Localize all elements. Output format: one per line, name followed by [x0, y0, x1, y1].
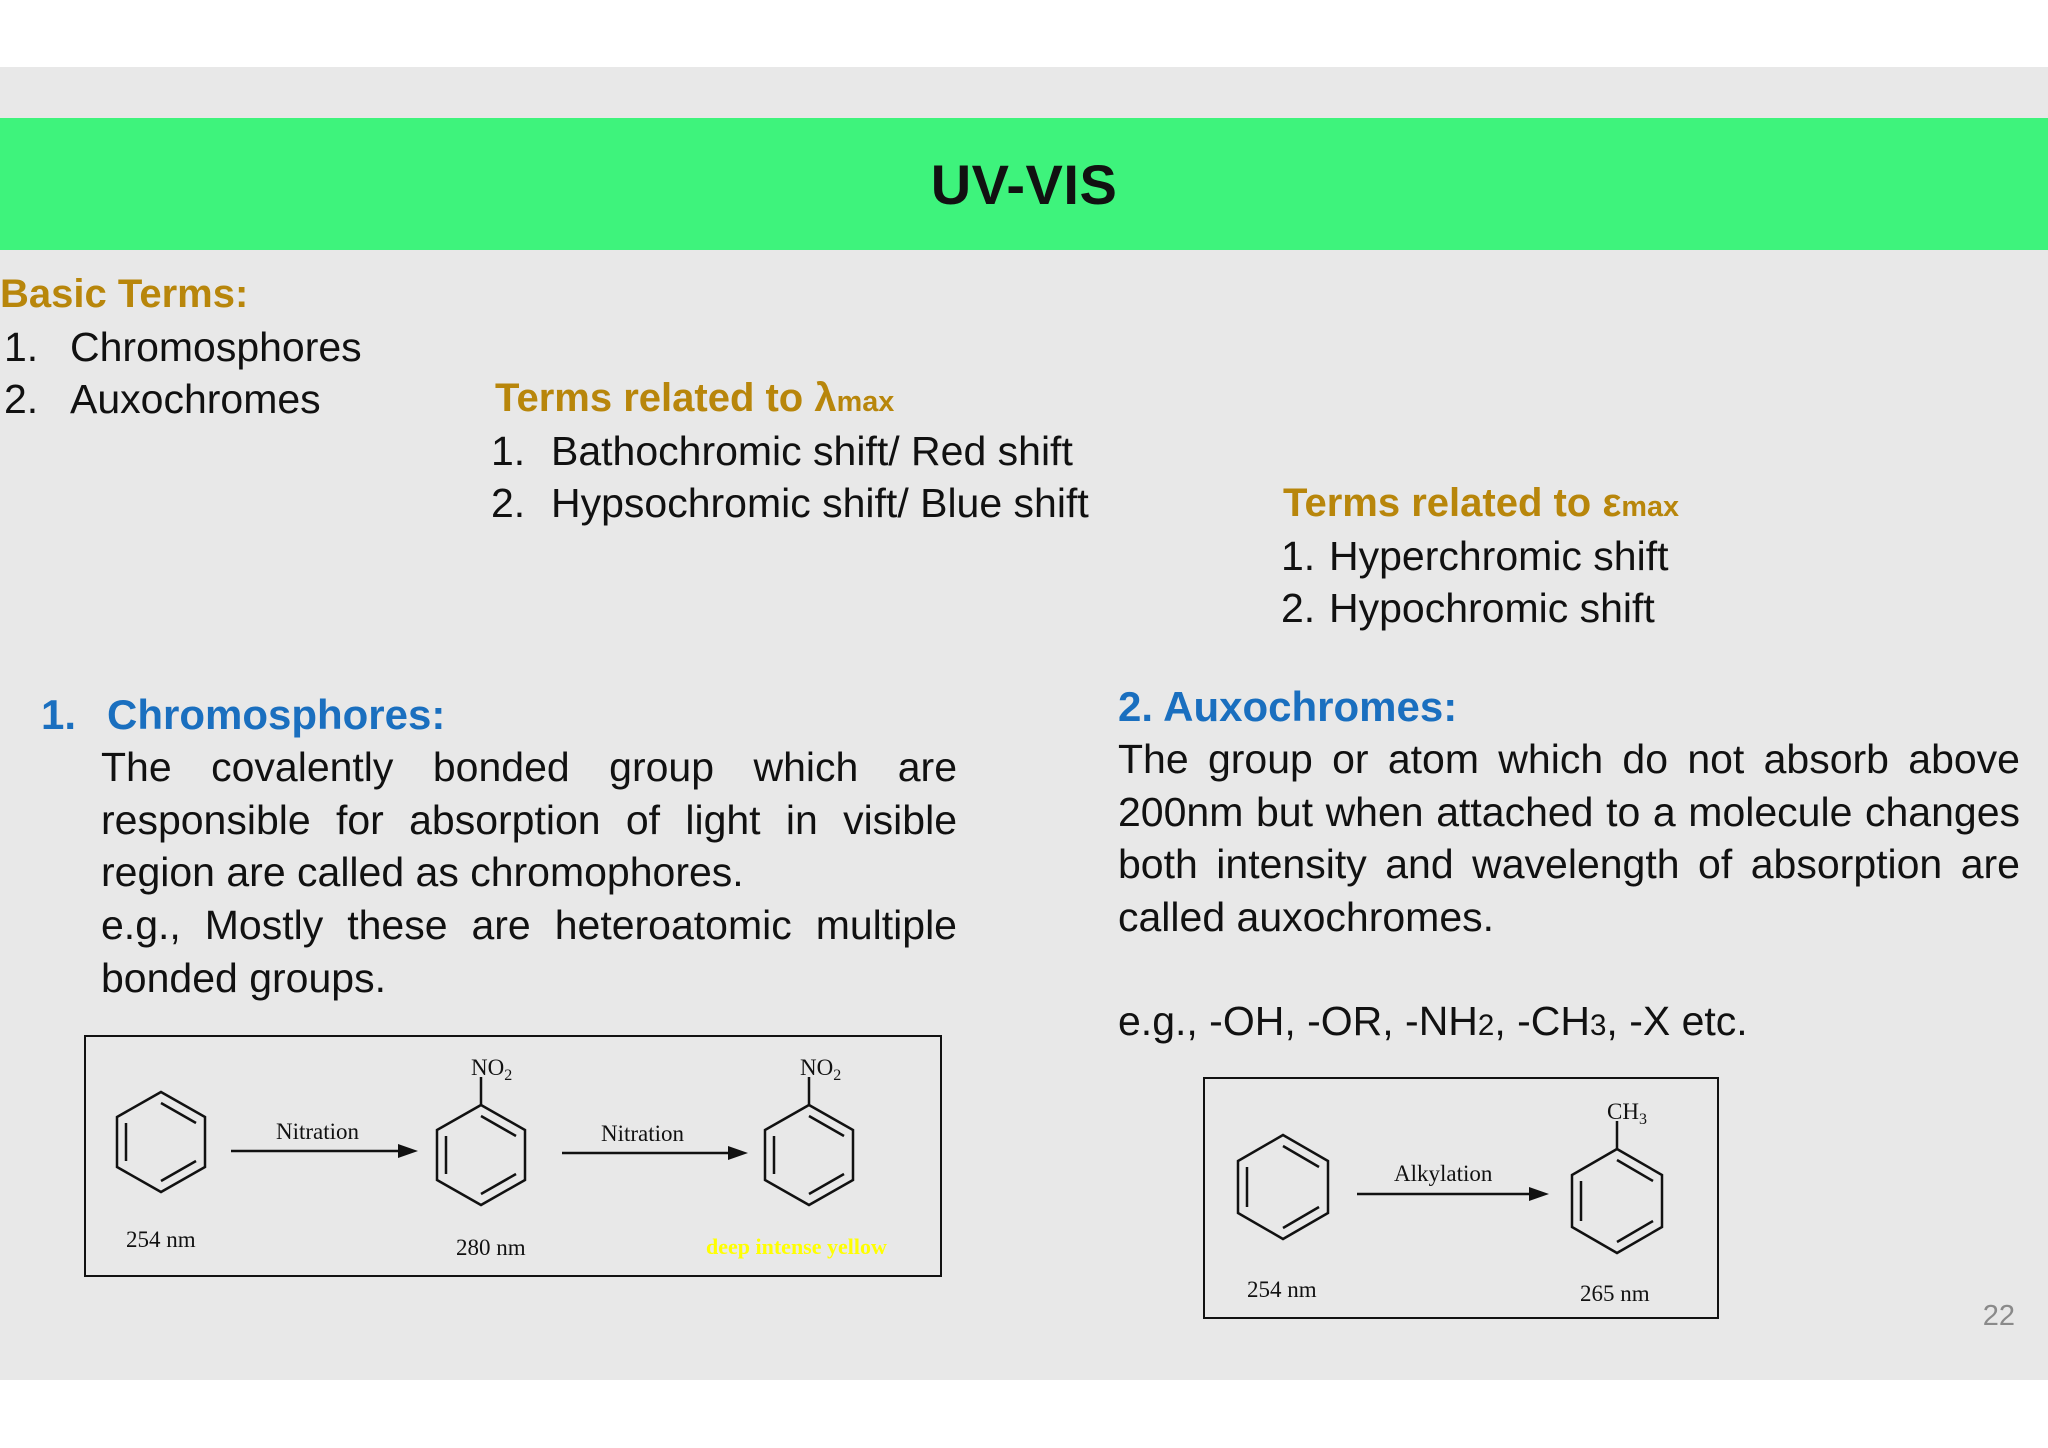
wavelength-label-1: 254 nm	[1247, 1277, 1317, 1302]
chromophores-example: e.g., Mostly these are heteroatomic mult…	[101, 902, 957, 1001]
substituent-label-1: NO2	[471, 1055, 512, 1084]
item-number: 1.	[4, 324, 39, 370]
item-number: 1.	[491, 428, 526, 474]
wavelength-label-1: 254 nm	[126, 1227, 196, 1252]
epsilon-terms-heading: Terms related to εmax	[1283, 481, 1679, 525]
auxochromes-heading: 2. Auxochromes:	[1118, 683, 1458, 730]
arrow-icon	[562, 1146, 748, 1160]
benzene-ring-icon	[115, 1090, 207, 1194]
lambda-terms-item-1: 1. Bathochromic shift/ Red shift	[491, 425, 1073, 477]
auxochromes-definition: The group or atom which do not absorb ab…	[1118, 736, 2020, 940]
item-label: Hypochromic shift	[1329, 585, 1655, 631]
epsilon-terms-item-1: 1. Hyperchromic shift	[1281, 530, 1668, 582]
lambda-terms-heading: Terms related to λmax	[495, 376, 895, 420]
item-number: 1.	[1281, 533, 1316, 579]
basic-terms-heading: Basic Terms:	[0, 272, 249, 316]
chromophores-definition: The covalently bonded group which are re…	[101, 744, 957, 895]
item-label: Chromosphores	[70, 324, 362, 370]
item-label: Hyperchromic shift	[1329, 533, 1669, 579]
arrow-icon	[1357, 1187, 1549, 1201]
slide: UV-VIS Basic Terms: 1. Chromosphores 2. Au…	[0, 67, 2048, 1380]
basic-terms-item-2: 2. Auxochromes	[4, 373, 321, 425]
chromophores-heading: 1.Chromosphores:	[41, 691, 446, 738]
auxochromes-example: e.g., -OH, -OR, -NH2, -CH3, -X etc.	[1118, 998, 1748, 1044]
substituent-label-2: NO2	[800, 1055, 841, 1084]
nitrobenzene-ring-icon	[763, 1077, 855, 1207]
substituent-label: CH3	[1607, 1099, 1647, 1128]
basic-terms-item-1: 1. Chromosphores	[4, 321, 362, 373]
color-result-label: deep intense yellow	[706, 1234, 887, 1259]
nitrobenzene-ring-icon	[435, 1077, 527, 1207]
slide-title: UV-VIS	[930, 152, 1118, 216]
alkylation-scheme: 254 nm Alkylation CH3 265 nm	[1203, 1077, 1719, 1319]
item-number: 2.	[491, 480, 526, 526]
item-number: 2.	[4, 376, 39, 422]
wavelength-label-2: 265 nm	[1580, 1281, 1650, 1306]
page-number: 22	[1982, 1300, 2015, 1332]
reagent-label-2: Nitration	[601, 1121, 685, 1146]
benzene-ring-icon	[1236, 1133, 1330, 1241]
arrow-icon	[231, 1144, 418, 1158]
item-label: Auxochromes	[70, 376, 321, 422]
item-label: Bathochromic shift/ Red shift	[551, 428, 1073, 474]
reagent-label: Alkylation	[1394, 1161, 1493, 1186]
item-number: 2.	[1281, 585, 1316, 631]
epsilon-terms-item-2: 2. Hypochromic shift	[1281, 582, 1655, 634]
title-bar: UV-VIS	[0, 118, 2048, 250]
wavelength-label-2: 280 nm	[456, 1235, 526, 1260]
reagent-label-1: Nitration	[276, 1119, 360, 1144]
lambda-terms-item-2: 2. Hypsochromic shift/ Blue shift	[491, 477, 1089, 529]
nitration-scheme: 254 nm Nitration NO2 280 nm Nitration	[84, 1035, 942, 1277]
toluene-ring-icon	[1570, 1121, 1664, 1255]
item-label: Hypsochromic shift/ Blue shift	[551, 480, 1089, 526]
